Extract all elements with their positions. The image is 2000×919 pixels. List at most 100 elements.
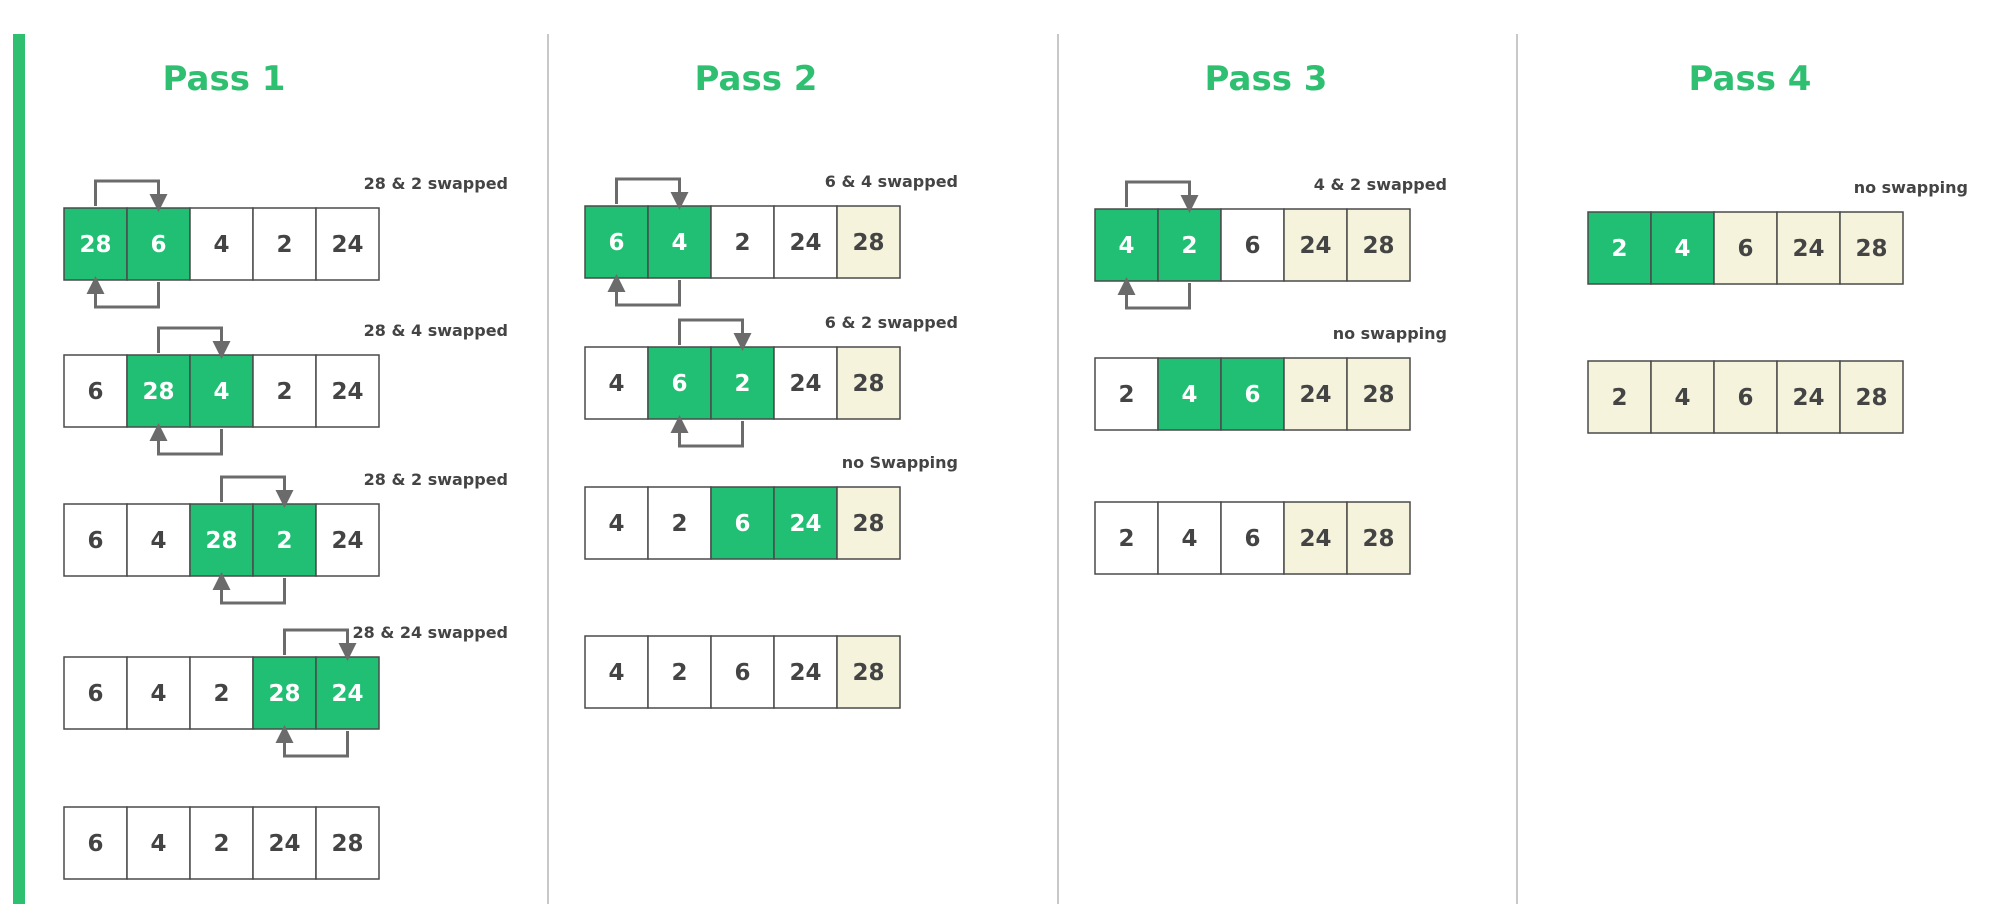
cell-value: 2 xyxy=(1181,233,1197,259)
array-cell: 24 xyxy=(252,806,317,880)
cell-box xyxy=(710,346,775,420)
swap-arrow-top xyxy=(94,179,168,212)
cell-value: 4 xyxy=(150,528,166,554)
cell-value: 6 xyxy=(608,230,624,256)
compared-cell: 6 xyxy=(126,207,191,281)
cell-value: 2 xyxy=(734,230,750,256)
cell-value: 4 xyxy=(1674,385,1690,411)
compared-cell: 4 xyxy=(189,354,254,428)
cell-value: 6 xyxy=(734,511,750,537)
cell-box xyxy=(63,503,128,577)
cell-box xyxy=(1346,357,1411,431)
cell-box xyxy=(710,635,775,709)
cell-value: 28 xyxy=(852,660,884,686)
cell-value: 2 xyxy=(671,660,687,686)
cell-value: 4 xyxy=(150,831,166,857)
swap-note: 28 & 4 swapped xyxy=(364,321,508,340)
swap-arrow-bottom xyxy=(149,423,223,456)
cell-value: 6 xyxy=(150,232,166,258)
cell-box xyxy=(1776,211,1841,285)
cell-box xyxy=(1283,501,1348,575)
cell-value: 24 xyxy=(1299,526,1331,552)
cell-box xyxy=(315,207,380,281)
compared-cell: 4 xyxy=(1650,211,1715,285)
compared-cell: 28 xyxy=(126,354,191,428)
cell-value: 4 xyxy=(608,511,624,537)
array-cell: 24 xyxy=(315,503,380,577)
cell-box xyxy=(584,635,649,709)
cell-box xyxy=(1839,211,1904,285)
swap-arrow-top xyxy=(157,326,231,359)
cell-value: 6 xyxy=(87,379,103,405)
cell-box xyxy=(836,635,901,709)
swap-note: no Swapping xyxy=(842,453,958,472)
cell-box xyxy=(126,806,191,880)
cell-value: 2 xyxy=(671,511,687,537)
cell-box xyxy=(126,503,191,577)
compared-cell: 28 xyxy=(189,503,254,577)
cell-box xyxy=(584,205,649,279)
sorted-cell: 24 xyxy=(1283,208,1348,282)
sorted-cell: 24 xyxy=(1283,357,1348,431)
pass-title: Pass 4 xyxy=(1689,59,1812,99)
cell-box xyxy=(189,354,254,428)
cell-box xyxy=(315,656,380,730)
pass-title: Pass 2 xyxy=(695,59,818,99)
swap-arrow-bottom xyxy=(212,572,286,605)
cell-box xyxy=(252,656,317,730)
sorted-cell: 28 xyxy=(1346,208,1411,282)
cell-box xyxy=(710,486,775,560)
cell-box xyxy=(189,207,254,281)
cell-value: 2 xyxy=(276,528,292,554)
swap-arrow-bottom xyxy=(607,274,681,307)
array-cell: 6 xyxy=(1220,208,1285,282)
swap-note: no swapping xyxy=(1854,178,1968,197)
cell-value: 28 xyxy=(1855,236,1887,262)
swap-arrow-top xyxy=(678,318,752,351)
cell-box xyxy=(315,354,380,428)
sorted-cell: 28 xyxy=(1839,211,1904,285)
compared-cell: 4 xyxy=(1157,357,1222,431)
cell-value: 4 xyxy=(608,660,624,686)
cell-box xyxy=(1776,360,1841,434)
cell-box xyxy=(773,205,838,279)
cell-box xyxy=(1094,357,1159,431)
left-accent-bar xyxy=(13,34,25,904)
sorted-cell: 6 xyxy=(1713,211,1778,285)
sorted-cell: 28 xyxy=(836,205,901,279)
swap-arrow-bottom xyxy=(1117,277,1191,310)
array-cell: 4 xyxy=(189,207,254,281)
cell-value: 4 xyxy=(150,681,166,707)
sorted-cell: 2 xyxy=(1587,360,1652,434)
array-cell: 2 xyxy=(189,806,254,880)
cell-value: 2 xyxy=(1611,385,1627,411)
array-cell: 6 xyxy=(63,656,128,730)
cell-value: 6 xyxy=(1737,385,1753,411)
sorted-cell: 28 xyxy=(836,486,901,560)
array-cell: 2 xyxy=(1094,357,1159,431)
array-cell: 4 xyxy=(584,486,649,560)
cell-box xyxy=(1713,360,1778,434)
cell-value: 24 xyxy=(331,232,363,258)
sorted-cell: 28 xyxy=(1346,357,1411,431)
array-cell: 4 xyxy=(126,656,191,730)
array-cell: 4 xyxy=(126,503,191,577)
cell-box xyxy=(1157,501,1222,575)
cell-box xyxy=(1650,211,1715,285)
cell-value: 2 xyxy=(1118,526,1134,552)
swap-note: 28 & 2 swapped xyxy=(364,174,508,193)
pass-title: Pass 1 xyxy=(163,59,286,99)
array-cell: 2 xyxy=(252,354,317,428)
array-cell: 6 xyxy=(63,806,128,880)
array-cell: 2 xyxy=(647,635,712,709)
cell-value: 6 xyxy=(1244,233,1260,259)
cell-value: 2 xyxy=(276,232,292,258)
cell-box xyxy=(1346,208,1411,282)
cell-box xyxy=(63,207,128,281)
array-cell: 6 xyxy=(1220,501,1285,575)
cell-value: 28 xyxy=(852,230,884,256)
